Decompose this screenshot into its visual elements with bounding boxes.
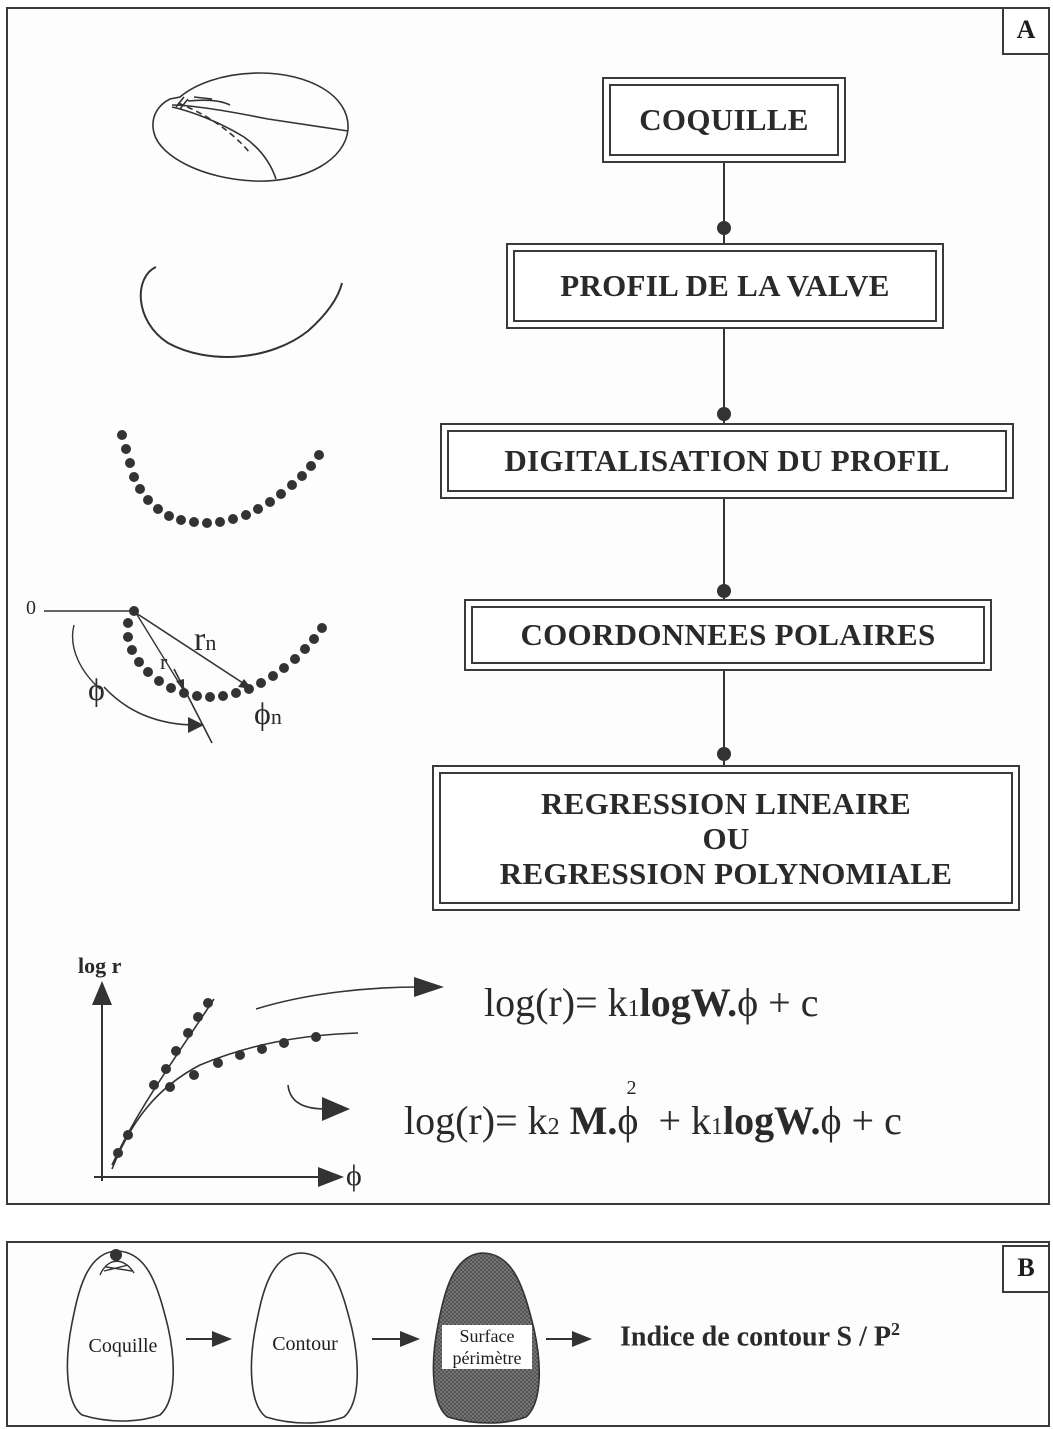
polar-r-label: r [160,649,168,674]
polar-coordinates-drawing [44,606,327,744]
panel-a: A COQUILLE PROFIL DE LA VALVE DIGITALISA… [6,7,1050,1205]
surface-label-line2: périmètre [452,1348,522,1368]
step-regression: REGRESSION LINEAIRE OU REGRESSION POLYNO… [432,765,1020,911]
panel-a-letter: A [1002,7,1050,55]
formula-polynomial: log(r)= k2 M.ϕ2 + k1logW.ϕ + c [404,1077,902,1144]
surface-label: Surface périmètre [442,1325,532,1369]
formula-poly-bold2: logW. [723,1098,821,1143]
panel-b-letter: B [1002,1245,1050,1293]
shell-drawing [152,72,349,182]
formula-poly-bold1: M. [569,1098,618,1143]
coquille-umbo [110,1249,122,1261]
step-digitalisation: DIGITALISATION DU PROFIL [440,423,1014,499]
flow-connector-dots [717,221,731,761]
polar-rn-label: rn [194,621,216,659]
graph-xlabel: ϕ [346,1159,362,1192]
surface-label-line1: Surface [459,1326,515,1346]
panel-a-drawings [44,72,731,1187]
formula-poly-tail: + c [841,1098,902,1143]
step-digitalisation-label: DIGITALISATION DU PROFIL [447,430,1007,492]
step-profil-label: PROFIL DE LA VALVE [513,250,937,322]
formula-linear-tail: + c [758,980,819,1025]
digitized-profile-dots [117,430,324,528]
polar-rn-letter: r [194,621,206,658]
step-regression-label: REGRESSION LINEAIRE OU REGRESSION POLYNO… [439,772,1013,904]
step-coquille: COQUILLE [602,77,846,163]
regression-line-1: REGRESSION LINEAIRE [540,785,912,821]
step-profil: PROFIL DE LA VALVE [506,243,944,329]
formula-linear-lhs: log(r)= k [484,980,628,1025]
regression-graph [92,977,444,1187]
formula-linear-phi: ϕ [737,980,759,1025]
panel-b: B Coquille Contour Surf [6,1241,1050,1427]
formula-linear: log(r)= k1logW.ϕ + c [484,979,818,1026]
regression-line-3: REGRESSION POLYNOMIALE [499,855,953,891]
step-coordonnees-label: COORDONNEES POLAIRES [471,606,985,664]
formula-linear-sub: 1 [627,996,640,1022]
formula-linear-bold: logW. [639,980,738,1025]
contour-index-main: Indice de contour S / P [620,1321,891,1353]
contour-index-sup: 2 [890,1319,900,1339]
polar-phi-label: ϕ [88,671,105,707]
graph-ylabel: log r [78,953,122,978]
formula-poly-sub1: 1 [711,1114,724,1140]
formula-poly-sup: 2 [626,1077,637,1099]
polar-origin-label: 0 [26,597,36,619]
panel-b-drawings [66,1249,592,1424]
formula-poly-mid: + k [648,1098,712,1143]
step-coquille-label: COQUILLE [609,84,839,156]
contour-shape [250,1252,359,1424]
contour-index-text: Indice de contour S / P2 [620,1319,900,1353]
coquille-shape [66,1250,175,1422]
formula-poly-phi: ϕ [617,1098,639,1143]
valve-profile-curve [139,266,343,358]
formula-poly-lhs: log(r)= k [404,1098,548,1143]
polar-phin-sub: n [270,704,282,729]
coquille-label: Coquille [88,1335,158,1357]
step-coordonnees: COORDONNEES POLAIRES [464,599,992,671]
polar-phin-letter: ϕ [254,695,271,731]
formula-poly-sub2: 2 [547,1114,560,1140]
surface-label-box [442,1325,532,1369]
polar-phin-label: ϕn [254,695,282,732]
regression-line-2: OU [702,820,750,856]
formula-poly-phi2: ϕ [820,1098,842,1143]
contour-label: Contour [272,1333,338,1355]
coquille-hinge [99,1260,135,1276]
polar-rn-sub: n [205,630,217,655]
